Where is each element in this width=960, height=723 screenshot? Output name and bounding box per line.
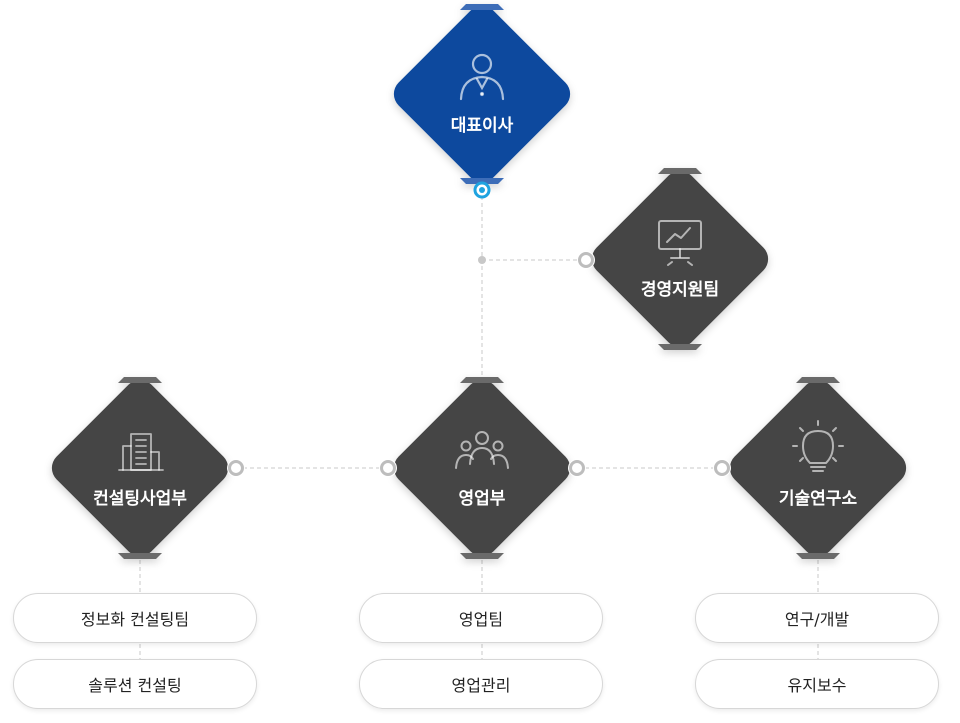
group-icon — [455, 431, 509, 469]
ceo-node[interactable]: 대표이사 — [387, 0, 577, 189]
lightbulb-icon — [792, 420, 844, 472]
team-pill-research-maintenance[interactable]: 유지보수 — [695, 659, 939, 709]
team-pill-consulting-solution[interactable]: 솔루션 컨설팅 — [13, 659, 257, 709]
consulting-node[interactable]: 컨설팅사업부 — [45, 373, 235, 563]
person-icon — [459, 53, 505, 101]
connector-point — [568, 459, 586, 477]
consulting-label: 컨설팅사업부 — [93, 489, 187, 509]
connector-point — [227, 459, 245, 477]
management-support-label: 경영지원팀 — [641, 280, 719, 300]
ceo-connector-point — [473, 181, 491, 199]
management-support-node[interactable]: 경영지원팀 — [585, 164, 775, 354]
team-pill-research-dev[interactable]: 연구/개발 — [695, 593, 939, 643]
branch-dot — [478, 256, 486, 264]
monitor-chart-icon — [658, 220, 702, 266]
sales-node[interactable]: 영업부 — [387, 373, 577, 563]
connector-point — [713, 459, 731, 477]
connector-point — [379, 459, 397, 477]
research-label: 기술연구소 — [779, 489, 858, 509]
team-pill-sales-team[interactable]: 영업팀 — [359, 593, 603, 643]
connector-points — [227, 251, 731, 477]
team-pill-sales-management[interactable]: 영업관리 — [359, 659, 603, 709]
connector-point — [577, 251, 595, 269]
sales-label: 영업부 — [459, 489, 506, 509]
research-node[interactable]: 기술연구소 — [723, 373, 913, 563]
ceo-label: 대표이사 — [451, 116, 514, 136]
building-icon — [118, 433, 164, 471]
team-pill-consulting-it[interactable]: 정보화 컨설팅팀 — [13, 593, 257, 643]
